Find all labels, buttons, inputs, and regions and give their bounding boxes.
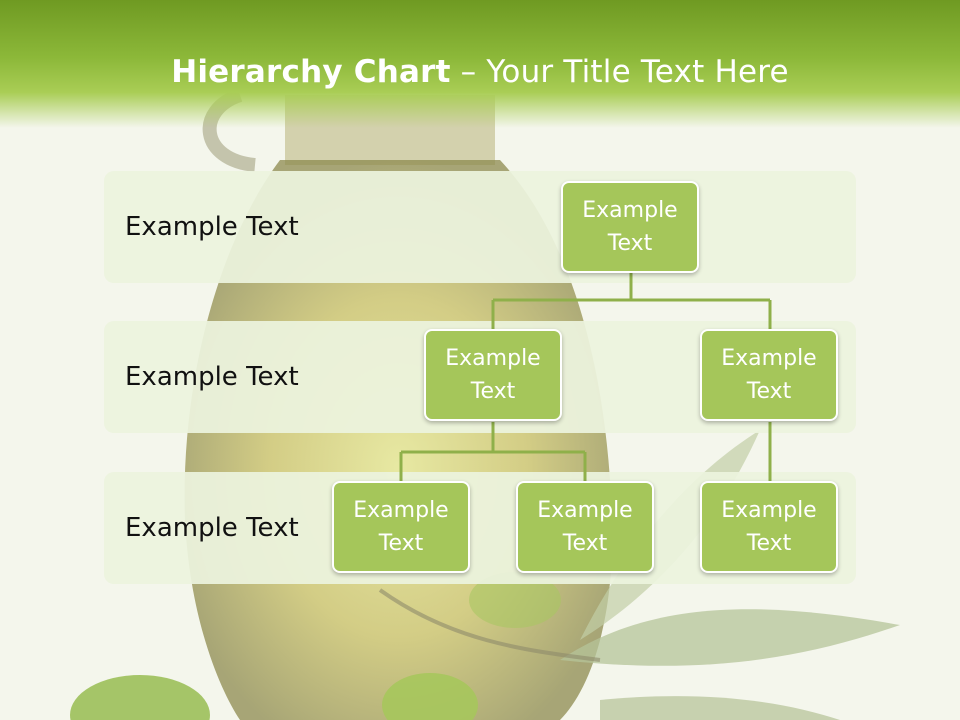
- node-mid-right[interactable]: Example Text: [700, 329, 838, 421]
- node-root[interactable]: Example Text: [561, 181, 699, 273]
- node-leaf-2[interactable]: Example Text: [516, 481, 654, 573]
- node-root-line2: Text: [607, 231, 653, 256]
- node-mid-right-line1: Example: [721, 346, 817, 371]
- title-rest: – Your Title Text Here: [450, 54, 789, 90]
- node-leaf-3[interactable]: Example Text: [700, 481, 838, 573]
- node-mid-left[interactable]: Example Text: [424, 329, 562, 421]
- level-label-1: Example Text: [125, 212, 299, 242]
- node-mid-right-line2: Text: [746, 379, 792, 404]
- node-leaf-2-line1: Example: [537, 498, 633, 523]
- node-leaf-1[interactable]: Example Text: [332, 481, 470, 573]
- level-label-2: Example Text: [125, 362, 299, 392]
- node-leaf-3-line1: Example: [721, 498, 817, 523]
- title-bold: Hierarchy Chart: [171, 54, 451, 90]
- node-leaf-1-line2: Text: [378, 531, 424, 556]
- level-label-3: Example Text: [125, 513, 299, 543]
- node-root-line1: Example: [582, 198, 678, 223]
- level-band-1: Example Text: [104, 171, 856, 283]
- node-leaf-3-line2: Text: [746, 531, 792, 556]
- node-mid-left-line2: Text: [470, 379, 516, 404]
- node-mid-left-line1: Example: [445, 346, 541, 371]
- node-leaf-1-line1: Example: [353, 498, 449, 523]
- node-leaf-2-line2: Text: [562, 531, 608, 556]
- slide-title: Hierarchy Chart – Your Title Text Here: [0, 54, 960, 90]
- title-banner: [0, 0, 960, 128]
